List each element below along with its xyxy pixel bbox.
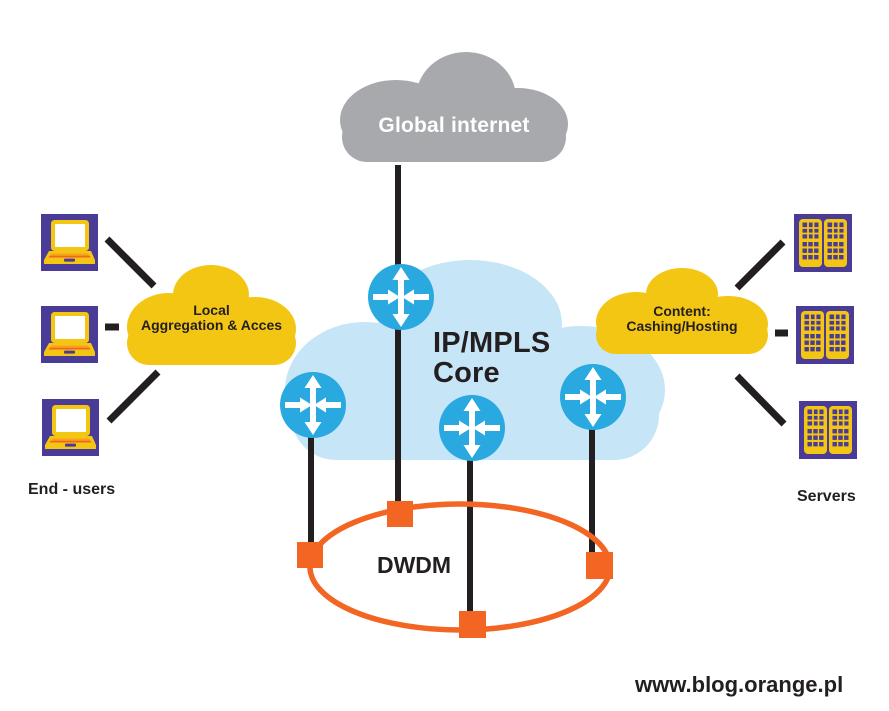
content-caching-cloud: Content: Cashing/Hosting [592, 266, 772, 354]
global-internet-label: Global internet [378, 114, 530, 137]
server-icon-1 [794, 214, 852, 272]
core-router-icon-left [279, 371, 347, 439]
core-router-icon-top [367, 263, 435, 331]
dwdm-node-left [297, 542, 323, 568]
end-user-laptop-icon-3 [42, 399, 99, 456]
content-caching-label-line1: Content: [653, 303, 711, 319]
link-laptop3-to-aggregation [106, 369, 161, 424]
server-icon-2 [796, 306, 854, 364]
local-aggregation-cloud: Local Aggregation & Acces [123, 263, 300, 365]
local-aggregation-label: Local Aggregation & Acces [123, 303, 300, 333]
link-content-to-server3 [734, 373, 787, 427]
dwdm-node-right [586, 552, 613, 579]
server-icon-3 [799, 401, 857, 459]
servers-label: Servers [797, 488, 856, 505]
dwdm-label: DWDM [376, 552, 452, 578]
ip-mpls-core-label: IP/MPLS Core [433, 328, 550, 388]
dwdm-node-bottom [459, 611, 486, 638]
global-internet-cloud-shape [340, 52, 568, 162]
content-caching-label-line2: Cashing/Hosting [626, 318, 738, 334]
local-aggregation-label-line1: Local [193, 302, 230, 318]
content-caching-label: Content: Cashing/Hosting [592, 304, 772, 334]
local-aggregation-cloud-shape [127, 265, 296, 365]
ip-mpls-core-label-line2: Core [433, 357, 500, 389]
end-user-laptop-icon-1 [41, 214, 98, 271]
watermark-url: www.blog.orange.pl [635, 672, 844, 697]
local-aggregation-label-line2: Aggregation & Acces [140, 317, 283, 333]
dwdm-node-top [387, 501, 413, 527]
core-router-icon-right [559, 363, 627, 431]
end-user-laptop-icon-2 [41, 306, 98, 363]
content-caching-cloud-shape [596, 268, 768, 354]
ip-mpls-core-label-line1: IP/MPLS [433, 327, 551, 359]
global-internet-cloud: Global internet [338, 50, 570, 162]
end-users-label: End - users [28, 481, 116, 498]
dwdm-ring [307, 501, 613, 633]
core-router-icon-bottom [438, 394, 506, 462]
